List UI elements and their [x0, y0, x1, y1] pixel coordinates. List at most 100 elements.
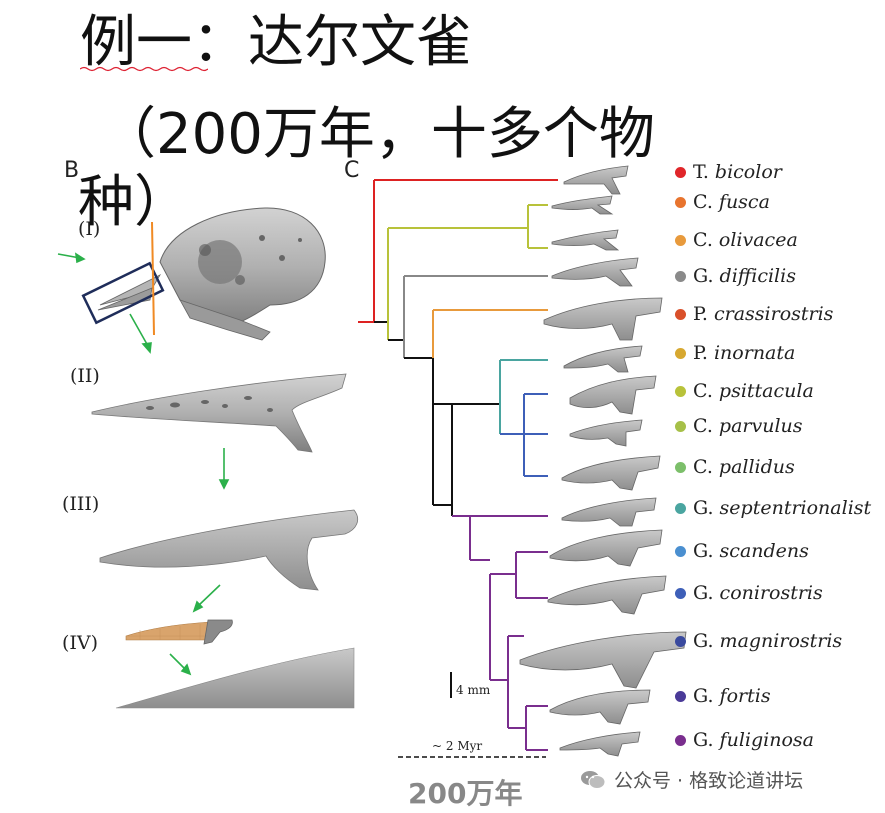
- legend-item: C.pallidus: [675, 455, 795, 479]
- legend-species: fortis: [719, 685, 771, 707]
- legend-genus: G.: [693, 582, 714, 604]
- legend-species: conirostris: [719, 582, 823, 604]
- legend-item: C.fusca: [675, 190, 770, 214]
- legend-color-dot: [675, 308, 686, 320]
- legend-item: P.inornata: [675, 341, 795, 365]
- cut-plane-line: [151, 221, 155, 336]
- legend-item: G.conirostris: [675, 581, 823, 605]
- legend-color-dot: [675, 347, 686, 359]
- legend-species: bicolor: [714, 161, 782, 183]
- legend-color-dot: [675, 635, 686, 647]
- legend-genus: C.: [693, 415, 713, 437]
- legend-genus: G.: [693, 685, 714, 707]
- panel-b-label: B: [64, 158, 80, 183]
- legend-color-dot: [675, 385, 686, 397]
- process-arrows: [57, 252, 230, 676]
- legend-species-name: P.inornata: [693, 342, 795, 364]
- legend-genus: C.: [693, 229, 713, 251]
- wechat-icon: [581, 770, 606, 789]
- legend-item: G.fortis: [675, 684, 771, 708]
- legend-species-name: G.fuliginosa: [693, 729, 814, 751]
- legend-color-dot: [675, 734, 686, 746]
- legend-genus: G.: [693, 729, 714, 751]
- spellcheck-underline: [80, 66, 208, 72]
- legend-color-dot: [675, 587, 686, 599]
- legend-species: pallidus: [718, 456, 795, 478]
- legend-color-dot: [675, 545, 686, 557]
- legend-color-dot: [675, 166, 686, 178]
- legend-color-dot: [675, 270, 686, 282]
- stage-label-4: (IV): [62, 632, 99, 654]
- legend-genus: C.: [693, 380, 713, 402]
- legend-item: T.bicolor: [675, 160, 782, 184]
- legend-species-name: G.conirostris: [693, 582, 823, 604]
- legend-species-name: C.parvulus: [693, 415, 803, 437]
- skull-ct-scan: [97, 207, 326, 341]
- legend-species-name: G.difficilis: [693, 265, 796, 287]
- legend-item: G.fuliginosa: [675, 728, 814, 752]
- legend-color-dot: [675, 461, 686, 473]
- legend-genus: P.: [693, 303, 708, 325]
- legend-item: G.scandens: [675, 539, 809, 563]
- legend-species-name: C.psittacula: [693, 380, 814, 402]
- legend-species-name: C.fusca: [693, 191, 770, 213]
- legend-genus: T.: [693, 161, 709, 183]
- slide-title: 例一：达尔文雀: [80, 10, 472, 75]
- beak-zoom-wedge: [115, 647, 355, 709]
- legend-genus: C.: [693, 191, 713, 213]
- legend-species: parvulus: [718, 415, 803, 437]
- panel-c-label: C: [344, 158, 360, 183]
- time-span-label: 200万年: [408, 777, 523, 810]
- beak-smooth-iii: [99, 509, 358, 591]
- legend-species-name: G.scandens: [693, 540, 809, 562]
- legend-color-dot: [675, 196, 686, 208]
- legend-genus: G.: [693, 630, 714, 652]
- legend-genus: G.: [693, 540, 714, 562]
- legend-item: P.crassirostris: [675, 302, 833, 326]
- stage-label-2: (II): [70, 365, 100, 387]
- beak-scan-ii: [91, 373, 347, 453]
- beak-mesh-iv: [125, 619, 233, 645]
- legend-species-name: G.fortis: [693, 685, 771, 707]
- legend-species: magnirostris: [719, 630, 843, 652]
- legend-item: G.difficilis: [675, 264, 796, 288]
- legend-species: crassirostris: [713, 303, 834, 325]
- time-scale-label: ~ 2 Myr: [432, 739, 483, 753]
- slide-subtitle-line1: （200万年，十多个物: [100, 102, 655, 167]
- legend-species-name: T.bicolor: [693, 161, 782, 183]
- legend-species-name: G.septentrionalist: [693, 497, 871, 519]
- legend-species-name: C.pallidus: [693, 456, 795, 478]
- legend-species: olivacea: [718, 229, 798, 251]
- legend-color-dot: [675, 420, 686, 432]
- legend-item: C.olivacea: [675, 228, 798, 252]
- scale-bar-label: 4 mm: [456, 683, 491, 697]
- watermark-text: 公众号 · 格致论道讲坛: [614, 770, 804, 792]
- legend-genus: G.: [693, 497, 714, 519]
- legend-genus: P.: [693, 342, 708, 364]
- beak-shapes: [519, 165, 687, 757]
- stage-label-3: (III): [62, 493, 100, 515]
- legend-species: inornata: [713, 342, 796, 364]
- beak-highlight-box: [81, 261, 165, 325]
- slide-subtitle-line2: 种）: [78, 170, 190, 235]
- legend-item: C.parvulus: [675, 414, 803, 438]
- watermark: 公众号 · 格致论道讲坛: [580, 766, 803, 793]
- legend-color-dot: [675, 502, 686, 514]
- legend-species: scandens: [719, 540, 809, 562]
- legend-species: difficilis: [719, 265, 796, 287]
- legend-genus: C.: [693, 456, 713, 478]
- legend-genus: G.: [693, 265, 714, 287]
- legend-item: C.psittacula: [675, 379, 814, 403]
- legend-color-dot: [675, 690, 686, 702]
- legend-species-name: P.crassirostris: [693, 303, 833, 325]
- legend-species: septentrionalist: [719, 497, 872, 519]
- legend-species-name: G.magnirostris: [693, 630, 842, 652]
- legend-species: fuliginosa: [719, 729, 814, 751]
- legend-species-name: C.olivacea: [693, 229, 798, 251]
- legend-species: psittacula: [718, 380, 814, 402]
- legend-item: G.magnirostris: [675, 629, 842, 653]
- legend-species: fusca: [718, 191, 770, 213]
- legend-item: G.septentrionalist: [675, 496, 871, 520]
